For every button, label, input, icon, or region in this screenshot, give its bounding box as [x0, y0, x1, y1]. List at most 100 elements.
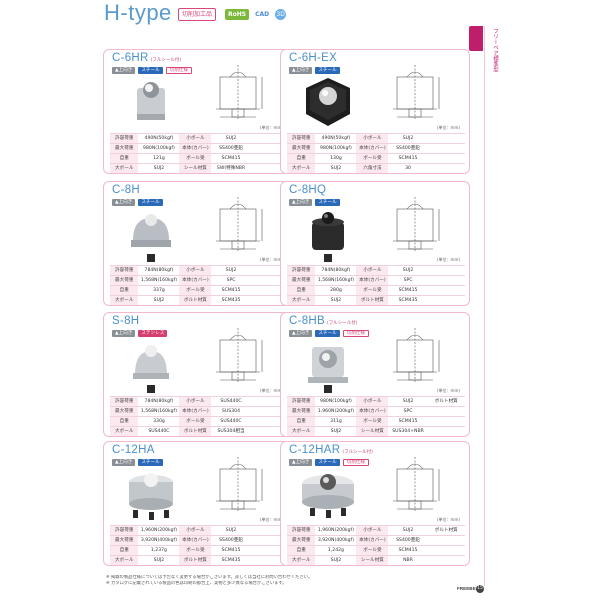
product-photo: [296, 466, 360, 522]
spec-cell: SCM415: [211, 153, 251, 164]
unit-label: (単位：mm): [437, 257, 460, 262]
spec-cell: 小ボール: [356, 265, 389, 276]
spec-cell: 本体(カバー): [179, 143, 212, 154]
spec-cell: 最大荷重: [110, 535, 139, 546]
product-tag: ▲上向き: [112, 67, 136, 74]
spec-cell: SUJ2: [138, 163, 180, 173]
spec-cell: [250, 545, 288, 556]
spec-cell: [427, 265, 465, 276]
product-tags: ▲上向きスチール: [289, 67, 340, 74]
spec-cell: 許容荷重: [110, 396, 139, 407]
3d-badge: 3D: [275, 9, 287, 20]
product-tags: ▲上向きスチール: [112, 459, 163, 466]
unit-label: (単位：mm): [437, 517, 460, 522]
spec-cell: [427, 133, 465, 144]
page-number: 15: [476, 585, 484, 593]
spec-cell: SUJ2: [315, 426, 357, 436]
spec-cell: [250, 153, 288, 164]
spec-cell: 最大荷重: [287, 406, 316, 417]
dimension-drawing: [373, 451, 465, 519]
spec-cell: SS400亜鉛: [211, 535, 251, 546]
spec-cell: ボール受: [179, 285, 212, 296]
product-tag: ▲上向き: [112, 459, 136, 466]
spec-cell: 1,568N(160kgf): [138, 275, 180, 286]
spec-cell: 小ボール: [356, 396, 389, 407]
product-tags: ▲上向きスチール切削仕様: [289, 459, 370, 466]
spec-cell: SS400亜鉛: [211, 143, 251, 154]
machined-badge: 切削加工品: [178, 8, 217, 21]
product-tag: ▲上向き: [289, 330, 313, 337]
spec-cell: 490N(50kgf): [315, 133, 357, 144]
spec-cell: シール材質: [356, 426, 389, 436]
side-index-tab: [469, 26, 483, 51]
product-code: C-8H: [112, 184, 141, 196]
spec-cell: SUS440C: [211, 396, 251, 407]
spec-cell: 1,960N(200kgf): [138, 525, 180, 536]
spec-cell: 小ボール: [179, 265, 212, 276]
spec-cell: 大ボール: [110, 555, 139, 565]
spec-cell: [250, 265, 288, 276]
product-photo: [296, 337, 360, 393]
spec-cell: SUJ2: [138, 555, 180, 565]
spec-cell: 1,960N(200kgf): [315, 406, 357, 417]
product-code: C-8HB: [289, 315, 326, 327]
spec-cell: SCM435: [388, 295, 428, 305]
spec-cell: 自重: [287, 545, 316, 556]
spec-cell: SUS440C: [211, 416, 251, 427]
product-code: C-6HR: [112, 52, 149, 64]
spec-cell: 許容荷重: [287, 133, 316, 144]
spec-cell: [250, 525, 288, 536]
unit-label: (単位：mm): [260, 388, 283, 393]
spec-cell: 1,242g: [315, 545, 357, 556]
product-photo: [119, 337, 183, 393]
spec-cell: 最大荷重: [287, 275, 316, 286]
spec-cell: SUJ2: [315, 295, 357, 305]
spec-cell: 337g: [138, 285, 180, 296]
spec-cell: [427, 545, 465, 556]
spec-cell: 許容荷重: [287, 396, 316, 407]
spec-cell: SUJ2: [388, 525, 428, 536]
product-tags: ▲上向きスチール切削仕様: [112, 67, 193, 74]
unit-label: (単位：mm): [260, 517, 283, 522]
spec-cell: 最大荷重: [287, 143, 316, 154]
spec-cell: [427, 426, 465, 436]
spec-cell: SS400亜鉛: [388, 535, 428, 546]
product-tag: ▲上向き: [289, 67, 313, 74]
spec-cell: 330g: [138, 416, 180, 427]
spec-cell: 1,960N(200kgf): [315, 525, 357, 536]
spec-cell: SUJ2: [138, 295, 180, 305]
spec-cell: ボルト材質: [427, 525, 465, 536]
header-badges: 切削加工品 RoHS CAD 3D: [178, 8, 287, 21]
spec-cell: [250, 535, 288, 546]
spec-cell: 大ボール: [287, 555, 316, 565]
spec-cell: 大ボール: [110, 426, 139, 436]
spec-cell: 784N(80kgf): [138, 265, 180, 276]
product-tag: スチール: [315, 67, 340, 74]
spec-cell: 280g: [315, 285, 357, 296]
spec-cell: SCM415: [388, 285, 428, 296]
spec-cell: [250, 163, 288, 173]
spec-cell: [250, 416, 288, 427]
spec-cell: 大ボール: [287, 163, 316, 173]
spec-cell: SUJ2: [315, 555, 357, 565]
side-index-label: フリーベア標準型: [492, 28, 498, 72]
product-tag: スチール: [315, 199, 340, 206]
dimension-drawing: [196, 451, 288, 519]
product-header: S-8H: [112, 315, 141, 327]
product-photo: [296, 74, 360, 130]
spec-cell: [427, 285, 465, 296]
